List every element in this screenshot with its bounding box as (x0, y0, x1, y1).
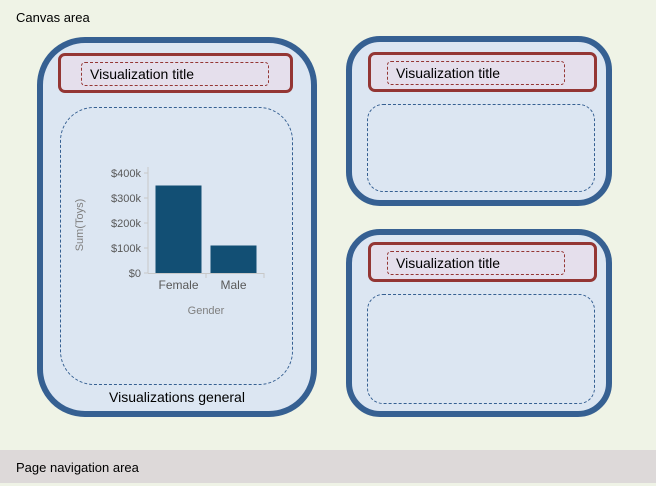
bar-female (155, 185, 202, 273)
x-tick-label: Male (220, 278, 246, 292)
y-tick-label: $400k (111, 168, 141, 180)
page-navigation-label: Page navigation area (16, 460, 139, 475)
visualization-title-area: Visualization title (368, 52, 597, 92)
bar-male (210, 245, 257, 273)
canvas-area-label: Canvas area (16, 10, 90, 25)
visualization-title: Visualization title (387, 61, 565, 85)
visualization-title-area: Visualization title (58, 53, 293, 93)
visualization-content-area (367, 104, 595, 192)
page-navigation-area: Page navigation area (0, 450, 656, 483)
visualization-bottom-right[interactable]: Visualization title (346, 229, 612, 417)
visualization-title: Visualization title (387, 251, 565, 275)
y-tick-label: $0 (129, 268, 141, 280)
visualization-title-area: Visualization title (368, 242, 597, 282)
x-tick-label: Female (158, 278, 198, 292)
y-tick-label: $200k (111, 218, 141, 230)
x-axis-label: Gender (188, 305, 225, 317)
y-tick-label: $100k (111, 243, 141, 255)
visualizations-general-label: Visualizations general (109, 389, 245, 405)
y-axis-label: Sum(Toys) (74, 199, 86, 252)
visualization-content-area (367, 294, 595, 404)
visualization-top-right[interactable]: Visualization title (346, 36, 612, 206)
visualization-content-area (60, 107, 293, 385)
y-tick-label: $300k (111, 193, 141, 205)
visualization-title: Visualization title (81, 62, 269, 86)
